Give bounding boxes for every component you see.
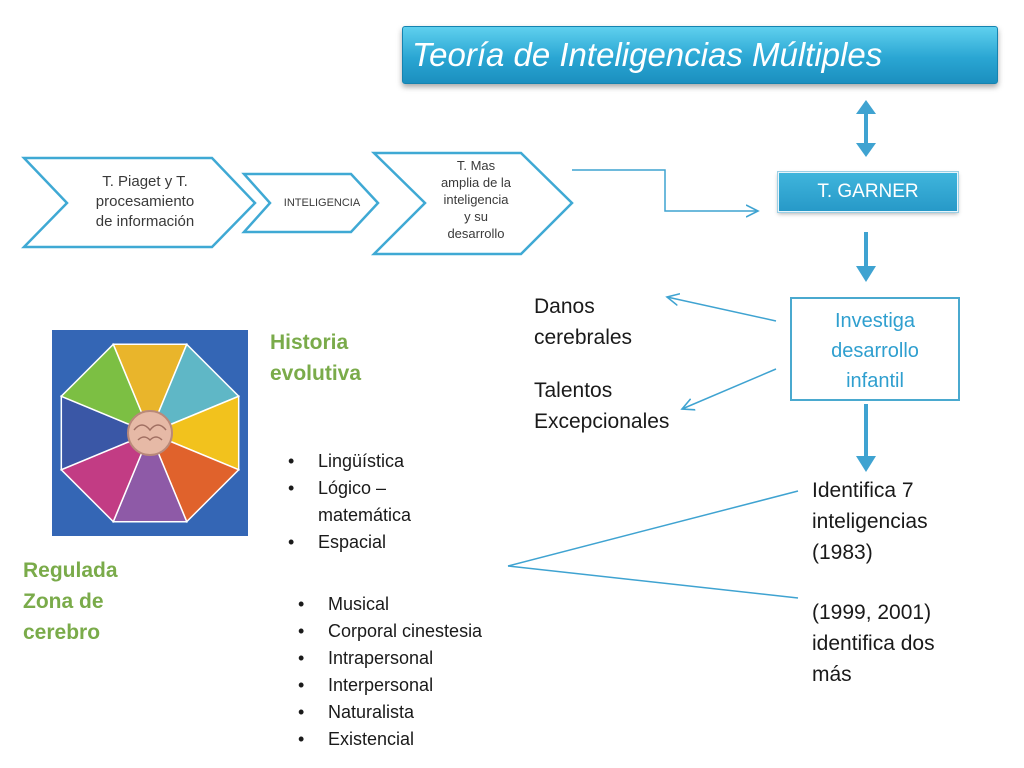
- bullet-list-a: Lingüística Lógico –matemática Espacial: [284, 448, 484, 556]
- arrow-to-talentos: [682, 368, 777, 409]
- bracket-line-top: [507, 490, 799, 567]
- list-item: Corporal cinestesia: [294, 618, 534, 645]
- chevron-piaget-text: T. Piaget y T. procesamiento de informac…: [95, 173, 195, 230]
- talentos-excepcionales-text: Talentos Excepcionales: [534, 379, 670, 433]
- identifica-7-text: Identifica 7 inteligencias (1983): [812, 479, 928, 564]
- identifica-dos-mas-text: (1999, 2001) identifica dos más: [812, 601, 935, 686]
- list-item: Espacial: [284, 529, 484, 556]
- investiga-text: Investiga desarrollo infantil: [831, 310, 919, 392]
- title-banner: [402, 26, 998, 84]
- list-item: Existencial: [294, 726, 534, 753]
- intelligence-wheel-image: [52, 330, 248, 536]
- wheel-segment-naturalista: [59, 342, 152, 435]
- wheel-segments: [59, 342, 241, 524]
- chevron-mas-amplia: [370, 151, 574, 256]
- bracket-line-bottom: [507, 565, 799, 599]
- page-title: Teoría de Inteligencias Múltiples: [412, 36, 883, 73]
- brain-icon: [127, 410, 173, 456]
- arrow-garner-investiga: [856, 232, 876, 282]
- regulada-zona-text: Regulada Zona de cerebro: [23, 559, 118, 644]
- arrow-to-danos: [667, 297, 777, 322]
- list-item: Lógico –matemática: [284, 475, 484, 529]
- investiga-box: [790, 297, 960, 401]
- chevron-inteligencia-text: INTELIGENCIA: [283, 197, 361, 209]
- bullet-list-b: Musical Corporal cinestesia Intrapersona…: [294, 591, 534, 753]
- arrow-investiga-identifica: [856, 404, 876, 472]
- list-item: Naturalista: [294, 699, 534, 726]
- garner-box: T. GARNER: [777, 171, 959, 213]
- chevron-mas-amplia-text: T. Mas amplia de la inteligencia y su de…: [440, 158, 512, 241]
- connector-chevron-garner: [572, 169, 758, 211]
- chevron-inteligencia: [241, 172, 380, 234]
- list-item: Interpersonal: [294, 672, 534, 699]
- danos-cerebrales-text: Danos cerebrales: [534, 295, 633, 349]
- double-arrow-title-garner: [856, 100, 876, 157]
- list-item: Lingüística: [284, 448, 484, 475]
- list-item: Intrapersonal: [294, 645, 534, 672]
- historia-evolutiva-text: Historia evolutiva: [270, 331, 362, 385]
- list-item: Musical: [294, 591, 534, 618]
- chevron-piaget: [21, 156, 257, 249]
